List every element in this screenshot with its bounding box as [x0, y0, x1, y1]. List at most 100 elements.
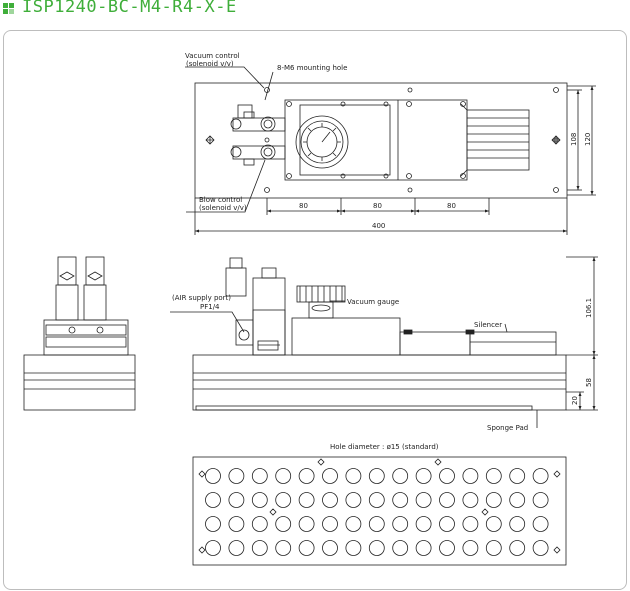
bottom-view — [192, 456, 567, 566]
suction-hole — [392, 516, 409, 532]
suction-hole-grid — [205, 468, 549, 556]
suction-hole — [205, 468, 221, 484]
air-supply-label: (AIR supply port) — [172, 294, 231, 302]
suction-hole — [251, 540, 268, 556]
title-square-icon — [3, 3, 15, 15]
dim-20: 20 — [571, 396, 579, 405]
suction-hole — [251, 492, 268, 508]
suction-hole — [485, 468, 502, 484]
blow-control-label: Blow control — [199, 196, 242, 204]
suction-hole — [392, 492, 409, 508]
suction-hole — [532, 516, 549, 532]
page-title: ISP1240-BC-M4-R4-X-E — [22, 0, 237, 17]
blow-control-sublabel: (solenoid v/v) — [199, 204, 247, 212]
silencer-body — [469, 331, 557, 356]
bottom-plate — [192, 456, 567, 566]
suction-hole — [462, 492, 479, 508]
suction-hole — [485, 516, 502, 532]
mounting-hole-label: 8-M6 mounting hole — [277, 64, 347, 72]
dim-80-a: 80 — [299, 202, 308, 210]
suction-hole — [368, 540, 385, 556]
suction-hole — [462, 516, 479, 532]
suction-hole — [462, 468, 479, 484]
suction-hole — [415, 468, 432, 484]
dim-80-b: 80 — [373, 202, 382, 210]
suction-hole — [205, 540, 221, 556]
air-supply-port-label: PF1/4 — [200, 303, 220, 311]
suction-hole — [275, 516, 292, 532]
screw-icon — [286, 101, 466, 179]
locator-diamond-icon — [198, 458, 561, 554]
silencer-fins — [460, 103, 530, 177]
suction-hole — [368, 468, 385, 484]
hole-diameter-note: Hole diameter : ø15 (standard) — [330, 443, 439, 451]
silencer-label: Silencer — [474, 321, 502, 329]
vacuum-control-label: Vacuum control — [185, 52, 240, 60]
suction-hole — [322, 468, 338, 484]
suction-hole — [322, 540, 338, 556]
suction-hole — [415, 492, 432, 508]
drawing-frame — [3, 30, 627, 590]
suction-hole — [275, 540, 292, 556]
gauge-head — [296, 285, 346, 303]
top-plate-outline — [194, 82, 568, 199]
end-valve-right — [83, 284, 107, 321]
dim-120: 120 — [584, 133, 592, 146]
suction-hole — [509, 492, 526, 508]
suction-hole — [485, 492, 502, 508]
sponge-pad-label: Sponge Pad — [487, 424, 528, 432]
suction-hole — [228, 540, 245, 556]
suction-hole — [298, 492, 315, 508]
vacuum-gauge-icon — [295, 115, 349, 169]
suction-hole — [392, 540, 409, 556]
suction-hole — [509, 516, 526, 532]
suction-hole — [345, 468, 362, 484]
suction-hole — [205, 516, 221, 532]
suction-hole — [439, 492, 455, 508]
suction-hole — [415, 540, 432, 556]
vacuum-control-sublabel: (solenoid v/v) — [186, 60, 234, 68]
suction-hole — [322, 516, 338, 532]
suction-hole — [439, 540, 455, 556]
suction-hole — [251, 516, 268, 532]
ejector-housing — [284, 99, 468, 181]
side-view — [170, 256, 598, 428]
suction-hole — [251, 468, 268, 484]
dim-80-c: 80 — [447, 202, 456, 210]
suction-hole — [275, 468, 292, 484]
title-bar: ISP1240-BC-M4-R4-X-E — [0, 0, 630, 22]
suction-hole — [322, 492, 338, 508]
suction-hole — [439, 516, 455, 532]
suction-hole — [415, 516, 432, 532]
suction-hole — [532, 468, 549, 484]
suction-hole — [509, 540, 526, 556]
suction-hole — [439, 468, 455, 484]
vacuum-gauge-label: Vacuum gauge — [347, 298, 399, 306]
end-view — [23, 256, 136, 411]
suction-hole — [368, 516, 385, 532]
suction-hole — [345, 492, 362, 508]
suction-hole — [532, 492, 549, 508]
suction-hole — [275, 492, 292, 508]
ejector-block — [291, 317, 401, 356]
suction-hole — [462, 540, 479, 556]
suction-hole — [228, 468, 245, 484]
suction-hole — [532, 540, 549, 556]
end-valve-left — [55, 284, 79, 321]
suction-hole — [205, 492, 221, 508]
suction-hole — [345, 516, 362, 532]
sponge-pad-strip — [195, 405, 533, 411]
solenoid-valve-icon — [230, 104, 286, 166]
top-view — [185, 66, 596, 235]
end-body — [23, 354, 136, 411]
suction-hole — [228, 492, 245, 508]
dim-108: 108 — [570, 133, 578, 146]
dim-106: 106.1 — [585, 298, 593, 318]
suction-hole — [298, 468, 315, 484]
suction-hole — [509, 468, 526, 484]
dim-58: 58 — [585, 378, 593, 387]
locator-diamond-icon — [205, 135, 561, 145]
suction-hole — [392, 468, 409, 484]
dim-400: 400 — [372, 222, 385, 230]
